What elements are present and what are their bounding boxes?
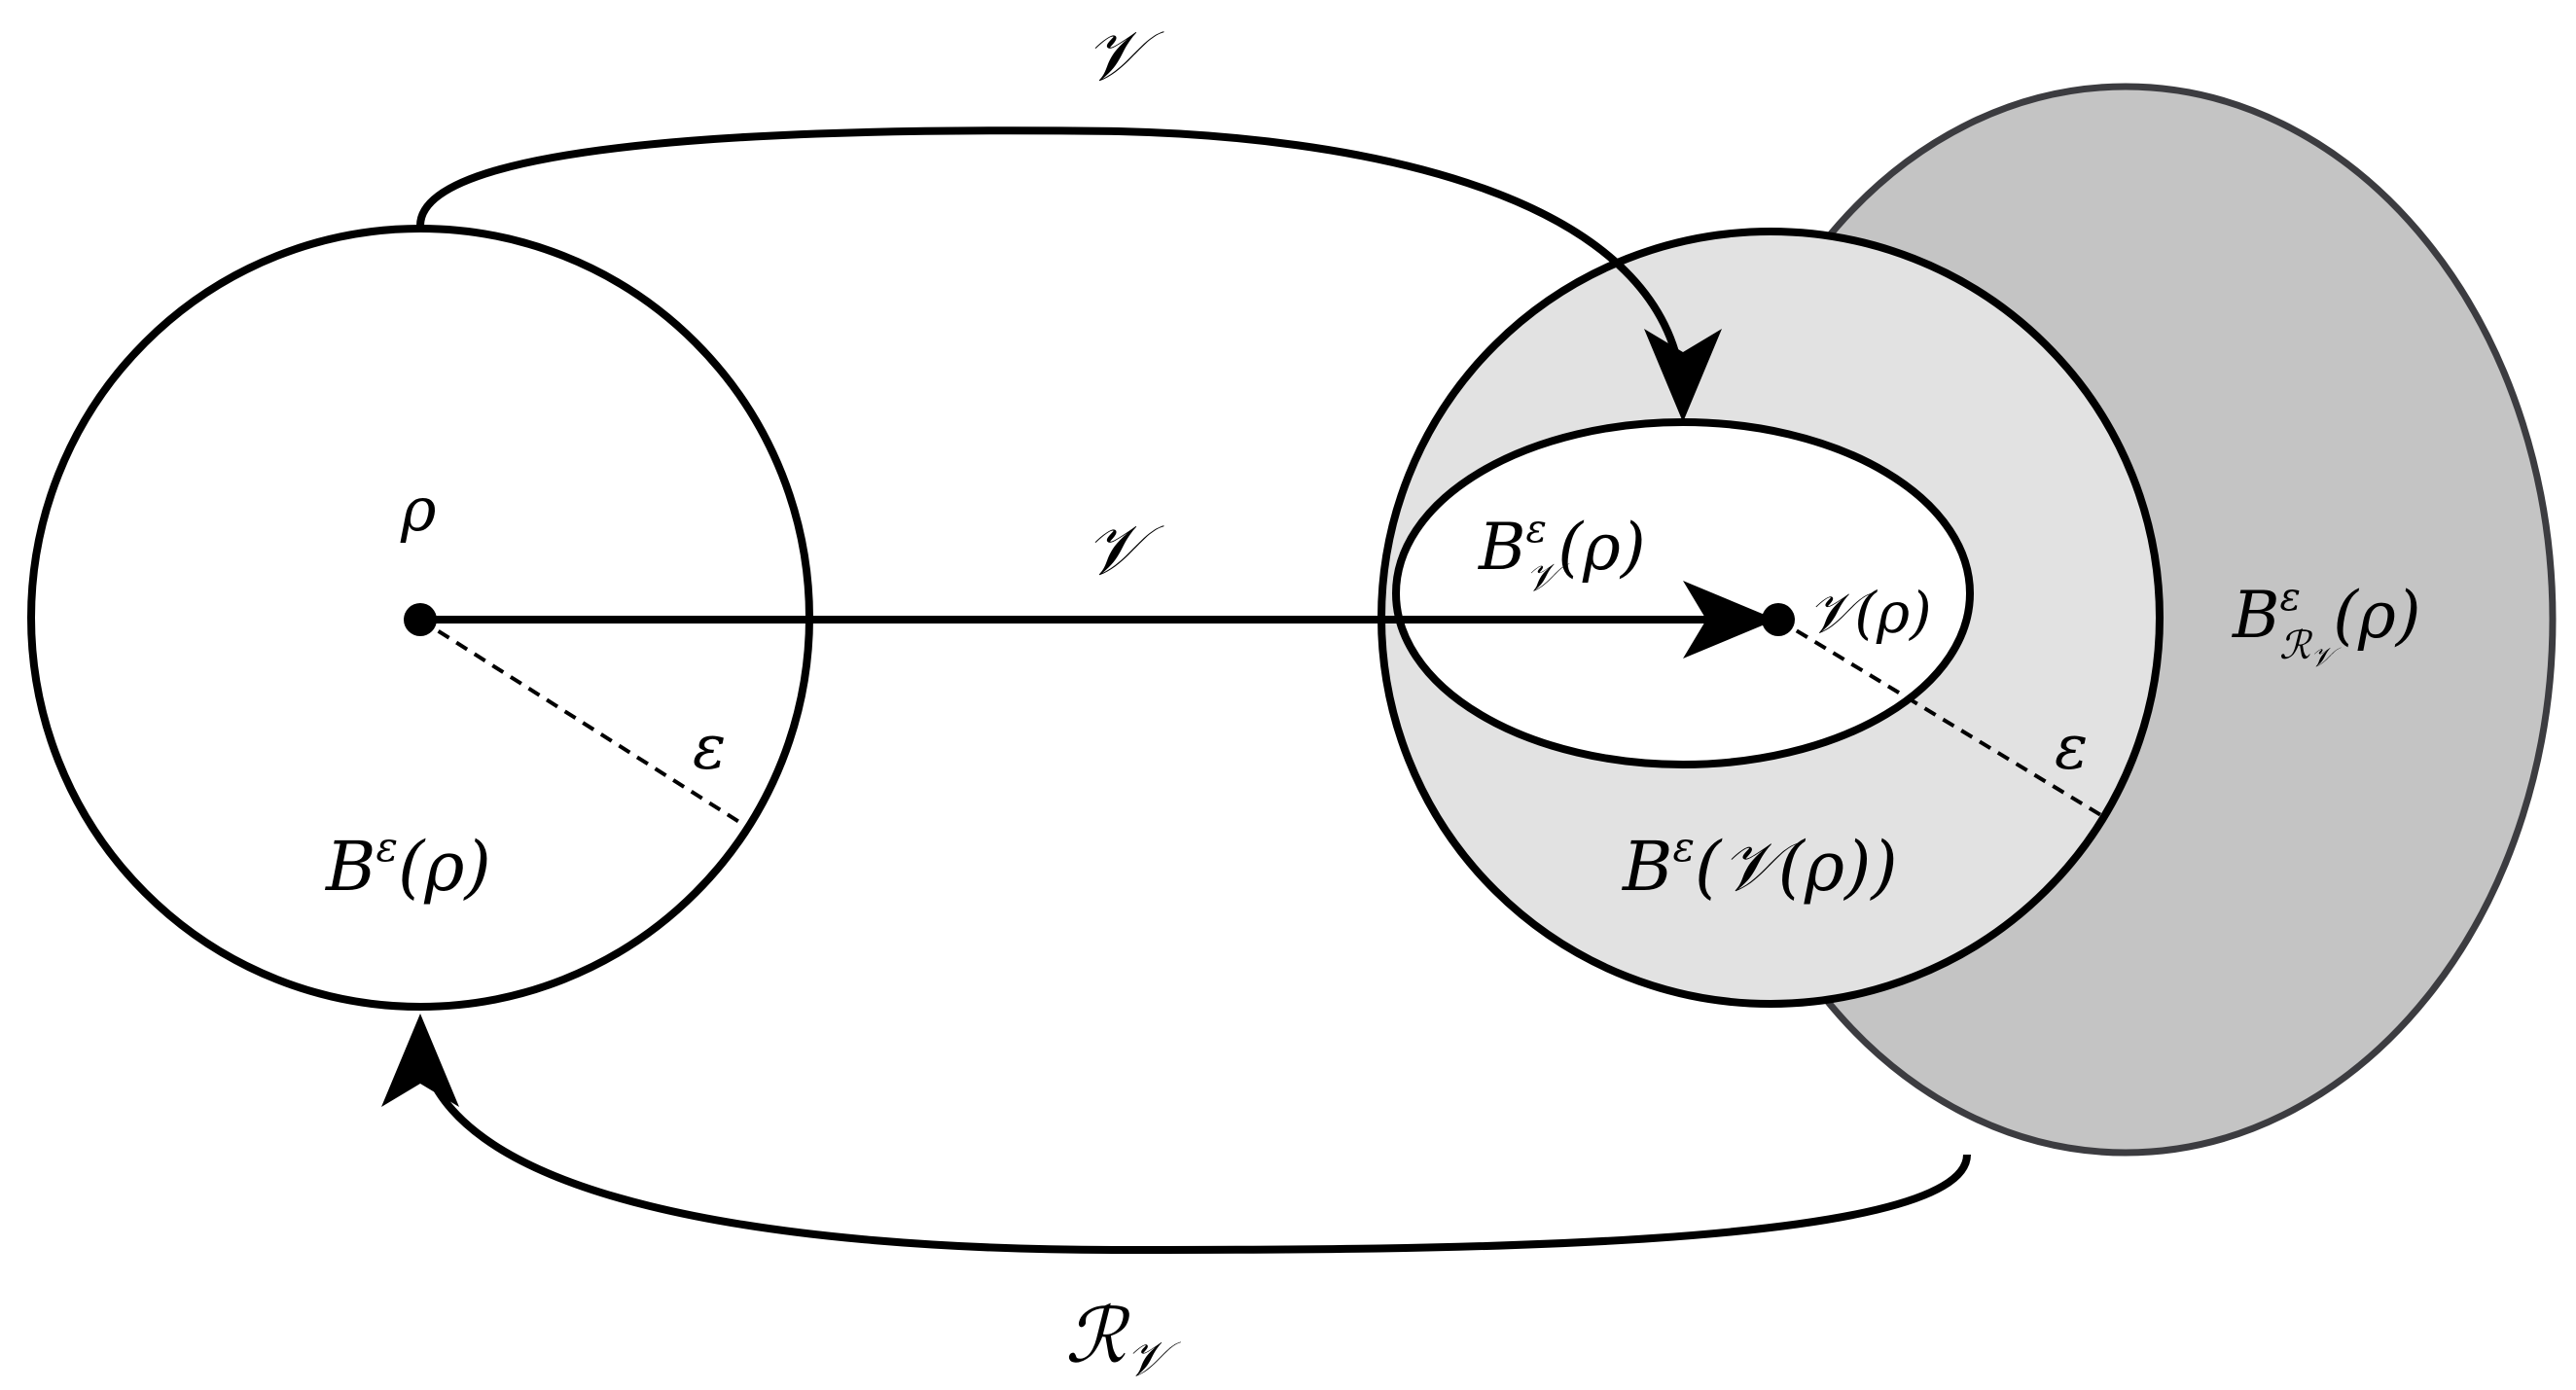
label-eps-left: ε <box>693 712 726 784</box>
label-ball-of-v-rho: Bε(𝒱(ρ)) <box>1621 823 1898 907</box>
label-ball-rho-b: B <box>324 827 376 907</box>
label-ball-v-rho-sup: ε <box>1526 507 1547 552</box>
v-map-arrow-top <box>416 126 1722 422</box>
label-ball-rho-arg: (ρ) <box>398 827 491 907</box>
label-ball-of-v-rho-sup: ε <box>1672 823 1695 871</box>
label-eps-right: ε <box>2055 712 2088 784</box>
eps-radius-left <box>418 618 741 824</box>
label-ball-rv-rho-arg: (ρ) <box>2333 578 2420 653</box>
label-rho: ρ <box>400 474 436 545</box>
label-ball-of-v-rho-arg: (𝒱(ρ)) <box>1695 827 1898 907</box>
rv-map-arrow-bottom <box>381 1014 1971 1255</box>
label-ball-rv-rho-sup: ε <box>2280 575 2301 620</box>
label-ball-rv-rho-sub: ℛ <box>2279 624 2313 668</box>
label-rv-bottom-sub: 𝒱 <box>1126 1331 1181 1387</box>
label-v-middle: 𝒱 <box>1085 509 1164 590</box>
label-ball-v-rho-arg: (ρ) <box>1557 510 1645 585</box>
label-rv-bottom-main: ℛ <box>1065 1293 1130 1380</box>
label-v-of-rho: 𝒱(ρ) <box>1807 580 1932 646</box>
point-v-rho <box>1762 603 1795 636</box>
label-ball-v-rho-b: B <box>1478 510 1526 585</box>
label-rv-bottom: ℛ𝒱 <box>1065 1293 1181 1387</box>
label-v-top: 𝒱 <box>1085 15 1164 96</box>
point-rho <box>404 603 437 636</box>
label-ball-rho: Bε(ρ) <box>324 823 491 907</box>
label-ball-rv-rho-b: B <box>2232 578 2280 653</box>
label-ball-rho-sup: ε <box>376 823 398 871</box>
label-ball-of-v-rho-b: B <box>1621 827 1672 907</box>
